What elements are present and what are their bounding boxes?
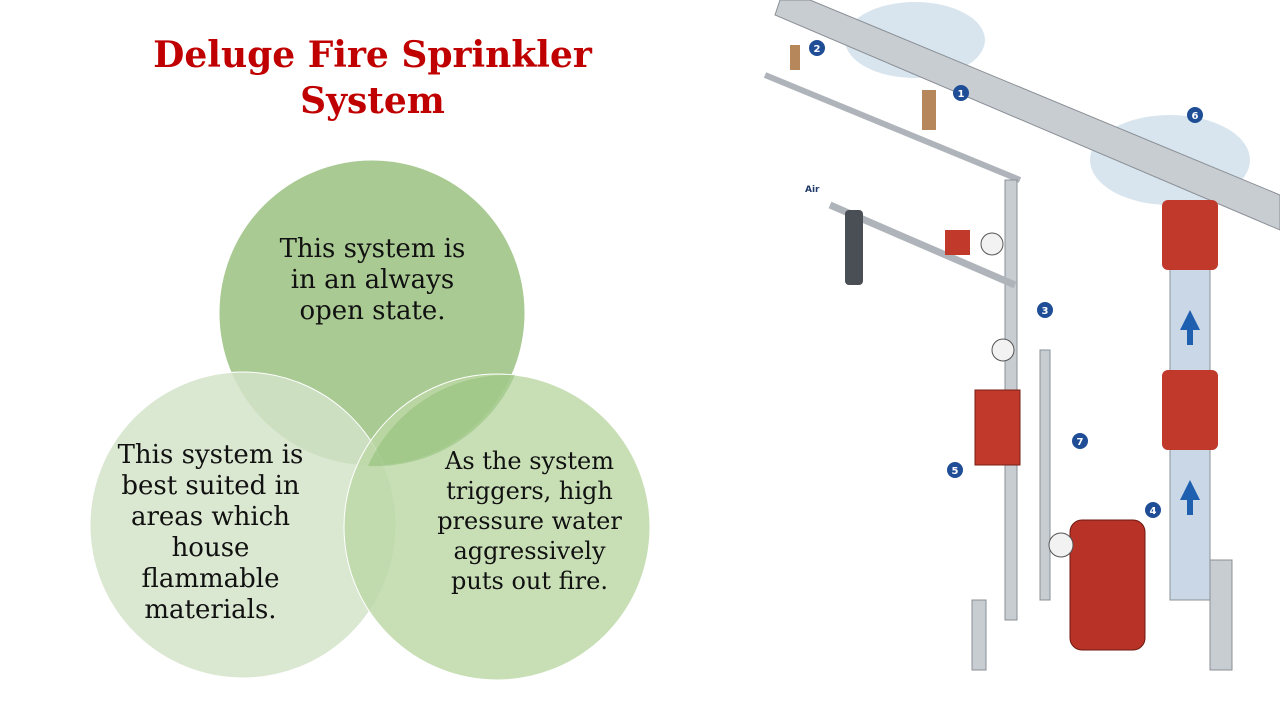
svg-text:1: 1	[958, 89, 965, 100]
supply-pipe-right	[1209, 559, 1233, 671]
air-filter	[845, 210, 863, 285]
venn-overlap-top-right	[368, 374, 515, 467]
callout-1: 1	[953, 85, 969, 101]
callout-2: 2	[809, 40, 825, 56]
venn-text-top: This system is in an always open state.	[279, 234, 466, 326]
svg-text:3: 3	[1042, 306, 1049, 317]
svg-text:2: 2	[814, 44, 821, 55]
flow-arrow-icon	[1180, 310, 1200, 345]
overhead-branch-pipe	[763, 72, 1022, 183]
trim-pipe-vertical-2	[1039, 349, 1051, 601]
pressure-switch	[945, 230, 970, 255]
svg-text:5: 5	[952, 466, 959, 477]
release-control-panel	[974, 389, 1021, 466]
callout-6: 6	[1187, 107, 1203, 123]
callout-7: 7	[1072, 433, 1088, 449]
deluge-valve	[1069, 519, 1146, 651]
sprinkler-head-2	[790, 45, 800, 70]
callout-3: 3	[1037, 302, 1053, 318]
sprinkler-system-illustration: Air 1 2 3 4 5 6 7	[763, 0, 1280, 671]
sprinkler-head-1	[922, 90, 936, 130]
venn-diagram	[89, 159, 651, 681]
callout-5: 5	[947, 462, 963, 478]
overhead-main-pipe	[774, 0, 1280, 231]
venn-text-right: As the system triggers, high pressure wa…	[437, 447, 622, 595]
valve-gauge	[1048, 532, 1074, 558]
riser-red-section-mid	[1162, 370, 1218, 450]
svg-text:7: 7	[1077, 437, 1084, 448]
venn-text-left: This system is best suited in areas whic…	[117, 440, 304, 625]
callout-4: 4	[1145, 502, 1161, 518]
air-label: Air	[805, 185, 820, 195]
svg-text:6: 6	[1192, 111, 1199, 122]
supply-pipe-left	[971, 599, 987, 671]
pressure-gauge-2	[991, 338, 1015, 362]
svg-text:4: 4	[1150, 506, 1157, 517]
slide-title: Deluge Fire Sprinkler System	[153, 34, 592, 122]
flow-arrow-icon	[1180, 480, 1200, 515]
pressure-gauge	[980, 232, 1004, 256]
riser-red-section-top	[1162, 200, 1218, 270]
